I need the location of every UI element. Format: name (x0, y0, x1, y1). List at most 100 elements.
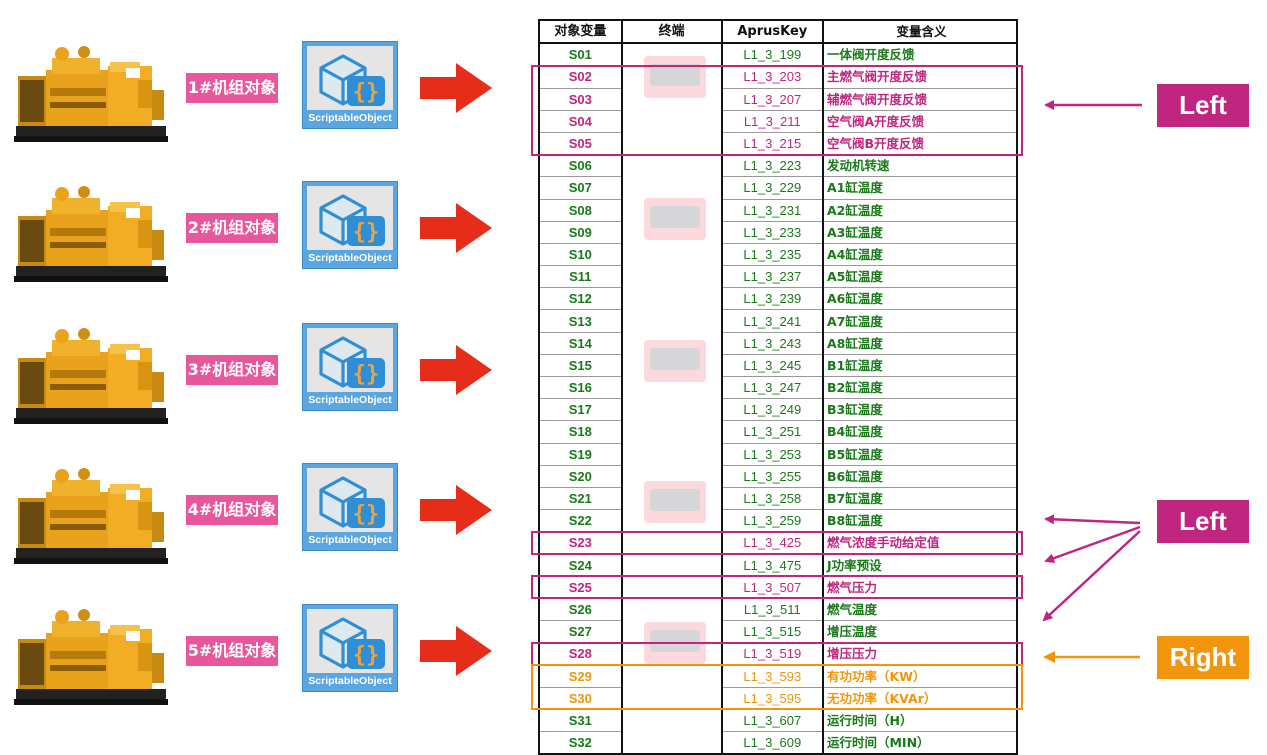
scriptable-object-icon: {} ScriptableObject (302, 323, 398, 411)
cell-meaning: 辅燃气阀开度反馈 (821, 88, 1019, 111)
cell-aprus-key: L1_3_237 (720, 265, 824, 289)
cell-meaning: B3缸温度 (821, 398, 1019, 422)
svg-text:{}: {} (353, 502, 380, 527)
unit-label: 4#机组对象 (186, 495, 278, 525)
cell-terminal (620, 709, 723, 732)
cell-meaning: B8缸温度 (821, 509, 1019, 533)
cell-meaning: B6缸温度 (821, 465, 1019, 488)
unit-row-1: 1#机组对象 {} ScriptableObject (0, 40, 520, 150)
cell-terminal (620, 531, 723, 554)
cell-aprus-key: L1_3_207 (720, 88, 824, 111)
scriptable-object-label: ScriptableObject (308, 394, 392, 406)
cell-variable: S08 (538, 199, 623, 222)
cell-terminal (620, 199, 723, 222)
cell-aprus-key: L1_3_607 (720, 709, 824, 733)
cell-variable: S23 (538, 531, 623, 555)
generator-image (10, 603, 170, 713)
svg-text:{}: {} (353, 80, 380, 105)
cell-aprus-key: L1_3_519 (720, 642, 824, 666)
cell-terminal (620, 65, 723, 89)
cell-terminal (620, 132, 723, 155)
scriptable-object-label: ScriptableObject (308, 112, 392, 124)
terminal-device-icon (640, 477, 710, 527)
cell-variable: S16 (538, 376, 623, 400)
cell-variable: S03 (538, 88, 623, 111)
cell-terminal (620, 598, 723, 621)
header-aprus-key: AprusKey (720, 18, 824, 45)
arrow-left-s28 (1042, 530, 1141, 622)
cell-aprus-key: L1_3_223 (720, 154, 824, 178)
cell-aprus-key: L1_3_199 (720, 43, 824, 67)
cell-terminal (620, 509, 723, 532)
unit-row-3: 3#机组对象 {} ScriptableObject (0, 322, 520, 432)
cell-variable: S11 (538, 265, 623, 289)
generator-image (10, 462, 170, 572)
cell-meaning: 空气阀A开度反馈 (821, 110, 1019, 133)
cell-terminal (620, 110, 723, 133)
cell-meaning: A3缸温度 (821, 221, 1019, 244)
cell-meaning: 主燃气阀开度反馈 (821, 65, 1019, 89)
cell-meaning: A4缸温度 (821, 243, 1019, 267)
cell-meaning: 有功功率（KW） (821, 664, 1019, 688)
header-terminal: 终端 (620, 18, 723, 45)
cell-meaning: A6缸温度 (821, 287, 1019, 311)
cell-meaning: A1缸温度 (821, 176, 1019, 200)
cell-terminal (620, 664, 723, 688)
cell-terminal (620, 554, 723, 577)
cell-terminal (620, 420, 723, 444)
cell-variable: S21 (538, 487, 623, 511)
cell-meaning: 无功功率（KVAr） (821, 687, 1019, 710)
cell-meaning: A8缸温度 (821, 332, 1019, 355)
cell-aprus-key: L1_3_243 (720, 332, 824, 355)
scriptable-object-label: ScriptableObject (308, 252, 392, 264)
cell-aprus-key: L1_3_249 (720, 398, 824, 422)
cell-variable: S20 (538, 465, 623, 488)
scriptable-object-icon: {} ScriptableObject (302, 463, 398, 551)
scriptable-object-label: ScriptableObject (308, 534, 392, 546)
svg-text:{}: {} (353, 643, 380, 668)
cell-meaning: A7缸温度 (821, 309, 1019, 333)
scriptable-object-icon: {} ScriptableObject (302, 604, 398, 692)
generator-image (10, 180, 170, 290)
cell-terminal (620, 465, 723, 488)
cell-meaning: A2缸温度 (821, 199, 1019, 222)
cell-aprus-key: L1_3_507 (720, 576, 824, 599)
cell-aprus-key: L1_3_239 (720, 287, 824, 311)
cell-meaning: B1缸温度 (821, 354, 1019, 378)
cell-meaning: 运行时间（H） (821, 709, 1019, 733)
cell-aprus-key: L1_3_231 (720, 199, 824, 222)
cell-variable: S15 (538, 354, 623, 378)
cell-meaning: B2缸温度 (821, 376, 1019, 400)
tag-left-top: Left (1157, 84, 1249, 127)
cell-terminal (620, 687, 723, 710)
generator-image (10, 40, 170, 150)
cell-terminal (620, 43, 723, 66)
cell-meaning: 增压温度 (821, 620, 1019, 644)
scriptable-object-label: ScriptableObject (308, 675, 392, 687)
cell-variable: S14 (538, 332, 623, 355)
cell-variable: S10 (538, 243, 623, 267)
cell-terminal (620, 398, 723, 421)
arrow-left-s23 (1044, 514, 1141, 525)
cell-variable: S19 (538, 443, 623, 466)
cell-terminal (620, 287, 723, 310)
cell-aprus-key: L1_3_593 (720, 664, 824, 688)
cell-terminal (620, 176, 723, 199)
generator-image (10, 322, 170, 432)
